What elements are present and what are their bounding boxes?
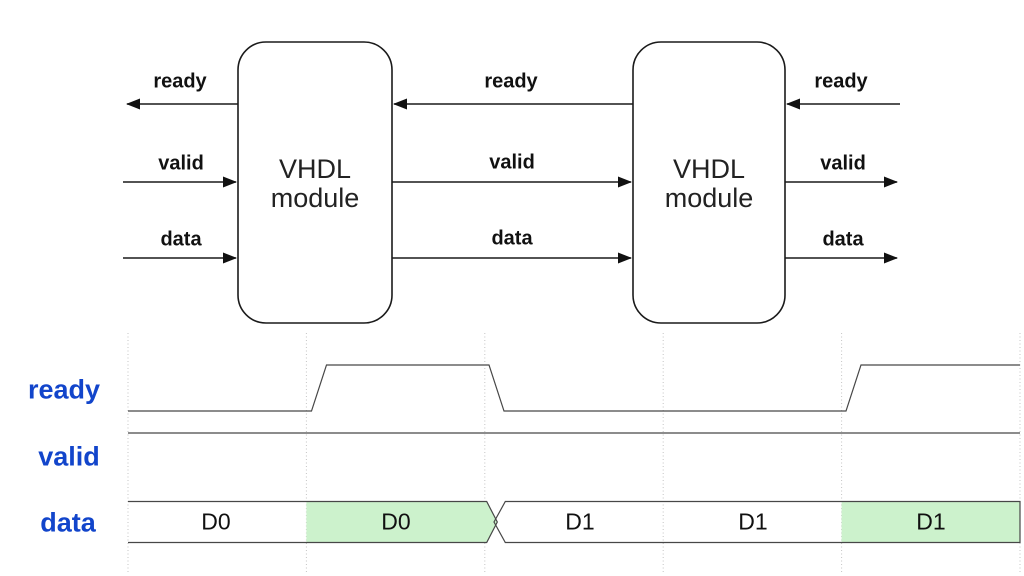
ready-waveform xyxy=(128,364,1020,412)
data-highlight-period5 xyxy=(841,501,1020,543)
wave-label-data: data xyxy=(40,507,96,538)
module-label-line2: module xyxy=(664,183,754,213)
signal-arrows xyxy=(123,98,900,264)
data-value-period3: D1 xyxy=(565,508,595,535)
data-value-period2: D0 xyxy=(381,508,411,535)
vhdl-module-2-label: VHDL module xyxy=(665,155,754,213)
port-label-right-valid: valid xyxy=(820,152,866,175)
vhdl-module-1-label: VHDL module xyxy=(271,155,360,213)
port-label-right-data: data xyxy=(822,228,864,251)
wave-label-valid: valid xyxy=(38,441,100,472)
port-label-mid-ready: ready xyxy=(484,70,538,93)
module-label-line2: module xyxy=(270,183,360,213)
port-label-left-valid: valid xyxy=(158,152,204,175)
module-label-line1: VHDL xyxy=(672,154,746,184)
data-highlight-period2 xyxy=(306,501,498,543)
wave-label-ready: ready xyxy=(27,374,101,405)
module-label-line1: VHDL xyxy=(278,154,352,184)
port-label-left-data: data xyxy=(160,228,202,251)
data-value-period1: D0 xyxy=(201,508,231,535)
port-label-left-ready: ready xyxy=(153,70,207,93)
data-value-period5: D1 xyxy=(916,508,946,535)
port-label-mid-valid: valid xyxy=(489,151,535,174)
data-bus-segment-d1 xyxy=(493,500,1021,544)
data-bus-segment-d0 xyxy=(128,500,498,544)
data-value-period4: D1 xyxy=(738,508,768,535)
port-label-mid-data: data xyxy=(491,227,533,250)
port-label-right-ready: ready xyxy=(814,70,868,93)
